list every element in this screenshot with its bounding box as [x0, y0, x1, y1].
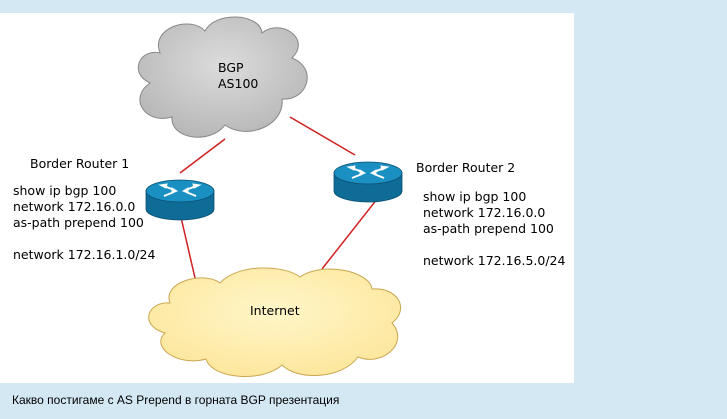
router-1-config-line-3: as-path prepend 100: [13, 215, 144, 230]
router-2-icon: [333, 161, 403, 203]
link-router2-internet: [321, 188, 386, 270]
router-1-network: network 172.16.1.0/24: [13, 247, 156, 262]
network-diagram: [137, 16, 403, 377]
bgp-cloud: [137, 16, 308, 138]
router-2-name: Border Router 2: [416, 160, 516, 175]
router-1-icon: [145, 179, 215, 221]
router-2-config-line-1: show ip bgp 100: [423, 189, 527, 204]
link-bgp-router1: [179, 138, 226, 174]
bgp-cloud-label-line2: AS100: [218, 76, 259, 91]
link-bgp-router2: [289, 116, 356, 156]
router-2-config-line-3: as-path prepend 100: [423, 221, 554, 236]
internet-cloud: [148, 267, 402, 377]
link-router1-internet: [179, 212, 196, 279]
router-1-config-line-1: show ip bgp 100: [13, 183, 117, 198]
router-2-config-line-2: network 172.16.0.0: [423, 205, 546, 220]
router-2-network: network 172.16.5.0/24: [423, 253, 566, 268]
figure-caption: Какво постигаме с AS Prepend в горната B…: [12, 393, 340, 407]
router-1-name: Border Router 1: [30, 156, 130, 171]
diagram-canvas: BGP AS100 Internet Border Router 1 show …: [0, 13, 574, 383]
links: [179, 116, 386, 279]
internet-cloud-label: Internet: [250, 303, 300, 318]
router-1-config-line-2: network 172.16.0.0: [13, 199, 136, 214]
bgp-cloud-label-line1: BGP: [218, 60, 244, 75]
